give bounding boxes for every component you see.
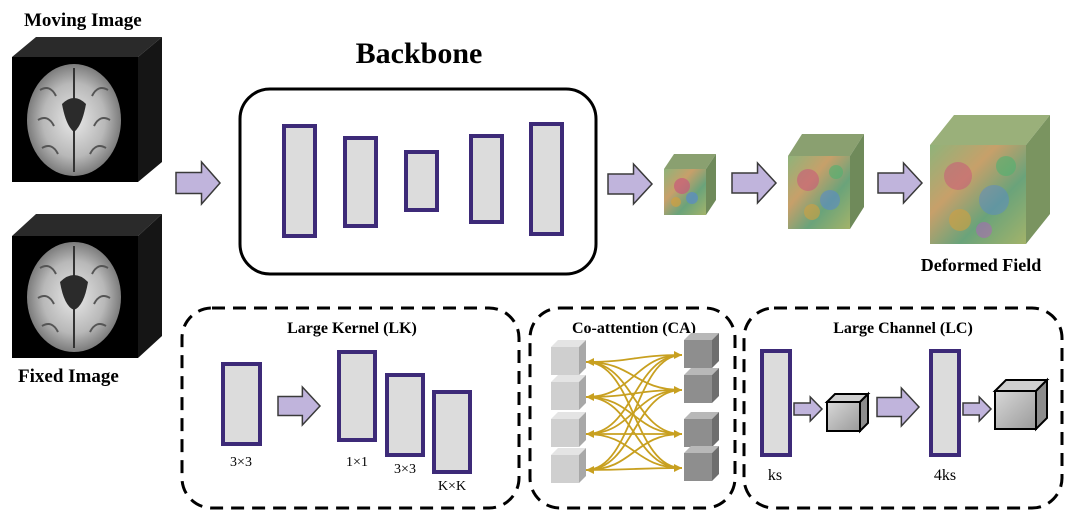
attention-link-3-0 <box>585 354 683 471</box>
backbone-title: Backbone <box>356 37 483 70</box>
backbone-block-5 <box>529 122 564 236</box>
ca-key-cube-3 <box>684 412 719 447</box>
arrow-into-backbone <box>175 160 221 206</box>
deformed-field-label: Deformed Field <box>921 255 1041 275</box>
attention-arrowhead-right-3 <box>674 464 682 472</box>
brain-scan-icon <box>27 242 121 352</box>
lk-label-3x3-second: 3×3 <box>394 462 416 477</box>
ca-key-cube-2 <box>684 368 719 403</box>
attention-link-1-3 <box>585 396 683 469</box>
attention-arrowhead-left-1 <box>586 393 594 401</box>
lc-arrow-2 <box>876 386 921 428</box>
lc-cube-small-2 <box>992 377 1050 432</box>
attention-arrowhead-left-3 <box>586 466 594 474</box>
attention-link-2-0 <box>585 354 683 435</box>
arrow-to-field-medium <box>731 161 778 205</box>
arrow-to-deformed-field <box>877 161 924 205</box>
backbone-block-4 <box>469 134 504 224</box>
lc-title: Large Channel (LC) <box>833 320 973 337</box>
lk-title: Large Kernel (LK) <box>287 320 417 337</box>
ca-query-cube-2 <box>551 375 586 410</box>
lk-label-3x3-first: 3×3 <box>230 455 252 470</box>
lc-arrow-1 <box>793 395 824 423</box>
lc-block-ks <box>760 349 792 457</box>
lk-panel <box>180 306 521 510</box>
attention-link-3-1 <box>585 389 683 471</box>
moving-image-cube <box>12 37 162 182</box>
lc-arrow-3 <box>962 395 993 423</box>
lk-label-kxk: K×K <box>438 479 466 494</box>
backbone-block-2 <box>343 136 378 228</box>
arrow-to-field-small <box>607 162 654 206</box>
lc-label-4ks: 4ks <box>934 467 956 484</box>
ca-query-cube-3 <box>551 412 586 447</box>
attention-link-1-0 <box>585 354 683 398</box>
attention-arrowhead-left-0 <box>586 358 594 366</box>
ca-panel <box>528 306 737 510</box>
ca-key-cube-1 <box>684 333 719 368</box>
feature-cube-small <box>664 154 716 215</box>
moving-image-label: Moving Image <box>24 10 142 31</box>
backbone-block-1 <box>282 124 317 238</box>
attention-link-3-2 <box>585 433 683 471</box>
ca-key-cube-4 <box>684 446 719 481</box>
feature-cube-medium <box>788 134 864 229</box>
lc-panel <box>742 306 1064 510</box>
lk-block-1x1 <box>337 350 377 442</box>
fixed-image-cube <box>12 214 162 358</box>
backbone-block-3 <box>404 150 439 212</box>
fixed-image-label: Fixed Image <box>18 366 119 387</box>
lk-block-kxk <box>432 390 472 474</box>
lk-arrow <box>277 385 322 427</box>
lc-block-4ks <box>929 349 961 457</box>
lk-block-3x3-second <box>385 373 425 457</box>
ca-query-cube-4 <box>551 448 586 483</box>
lc-cube-small-1 <box>824 391 871 434</box>
ca-title: Co-attention (CA) <box>572 320 696 337</box>
attention-arrowhead-left-2 <box>586 430 594 438</box>
brain-scan-icon <box>27 64 121 176</box>
lk-label-1x1: 1×1 <box>346 455 368 470</box>
attention-link-0-0 <box>585 354 683 363</box>
attention-link-1-2 <box>585 396 683 435</box>
attention-link-3-3 <box>585 467 683 471</box>
lc-label-ks: ks <box>768 467 782 484</box>
lk-block-3x3-first <box>221 362 262 446</box>
ca-query-cube-1 <box>551 340 586 375</box>
deformed-field-cube <box>930 115 1050 244</box>
